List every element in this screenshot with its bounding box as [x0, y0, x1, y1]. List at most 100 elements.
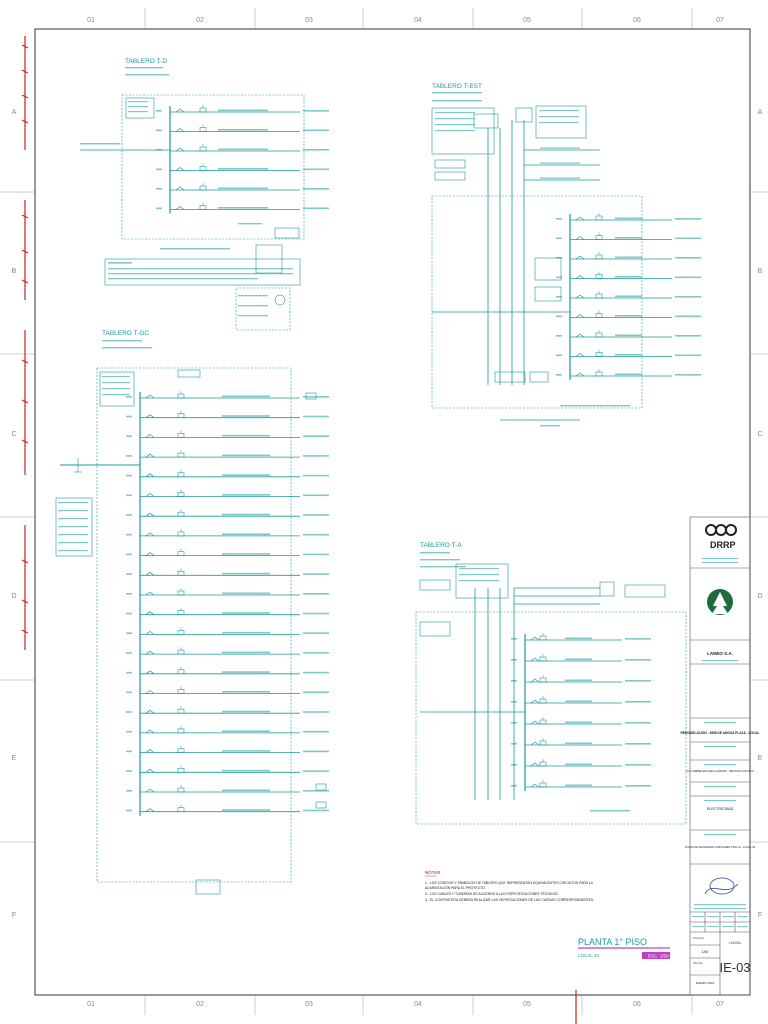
- circuit-id-text: [511, 764, 517, 766]
- circuit-load-text: [303, 691, 329, 694]
- text-placeholder: [58, 550, 88, 552]
- circuit-spec-text: [615, 276, 642, 278]
- breaker-icon: [145, 749, 155, 753]
- circuit-id-text: [556, 237, 562, 240]
- circuit-id-text: [126, 809, 132, 812]
- circuit-id-text: [156, 188, 162, 190]
- panel-info-box: [535, 105, 587, 139]
- text-placeholder: [420, 559, 460, 561]
- circuit-spec-text: [222, 789, 270, 792]
- plan-subtitle: LOCAL 34: [578, 953, 599, 958]
- signature-stamp: [704, 877, 739, 895]
- breaker-icon: [175, 128, 185, 132]
- circuit-id-text: [511, 680, 517, 682]
- circuit-load-text: [303, 110, 329, 112]
- column-ticks: [144, 8, 693, 1015]
- text-placeholder: [58, 526, 88, 528]
- text-placeholder: [58, 518, 88, 520]
- breaker-icon: [145, 473, 155, 478]
- differential-breaker-icon: [177, 433, 185, 438]
- panel-info-box: [99, 371, 135, 407]
- contactor-box: [534, 286, 562, 302]
- circuit-spec-text: [615, 256, 642, 259]
- circuit-load-text: [303, 553, 329, 556]
- col-label: 02: [196, 1001, 204, 1008]
- date-label: FECHA: [693, 961, 703, 965]
- col-label: 07: [716, 17, 724, 24]
- circuit-load-text: [675, 237, 701, 240]
- panel-tag-box: [195, 879, 221, 895]
- differential-breaker-icon: [177, 452, 185, 458]
- meter-detail-box: [235, 287, 291, 331]
- circuit-spec-text: [565, 742, 592, 745]
- note-line: 2.- LOS CABLES Y TUBERÍAS DE ACUERDO A L…: [425, 891, 559, 896]
- circuit-id-text: [156, 168, 162, 171]
- circuit-load-text: [303, 474, 329, 477]
- differential-breaker-icon: [595, 254, 603, 260]
- row-label: B: [12, 268, 17, 275]
- differential-breaker-icon: [539, 761, 547, 767]
- text-placeholder: [539, 110, 579, 112]
- breaker-icon: [530, 720, 540, 725]
- breaker-icon: [575, 236, 585, 240]
- text-placeholder: [692, 916, 704, 918]
- circuit-spec-text: [565, 658, 592, 661]
- breaker-icon: [175, 206, 185, 210]
- circuit-spec-text: [222, 691, 270, 693]
- differential-breaker-icon: [595, 313, 603, 318]
- circuit-spec-text: [615, 334, 642, 337]
- circuit-load-text: [675, 335, 701, 337]
- breaker-icon: [145, 414, 155, 418]
- load-tag-box: [315, 801, 327, 809]
- panel-enclosure: [415, 611, 687, 825]
- text-placeholder: [540, 147, 580, 149]
- text-placeholder: [128, 101, 148, 103]
- col-label: 02: [196, 17, 204, 24]
- differential-breaker-icon: [199, 185, 207, 191]
- circuit-id-text: [126, 770, 132, 772]
- circuit-load-text: [625, 680, 651, 682]
- circuit-load-text: [303, 129, 329, 132]
- row-label: C: [757, 431, 762, 438]
- text-placeholder: [435, 118, 475, 120]
- differential-breaker-icon: [539, 677, 547, 683]
- circuit-id-text: [126, 711, 132, 713]
- text-placeholder: [102, 382, 130, 384]
- circuit-spec-text: [565, 637, 592, 640]
- circuit-load-text: [675, 276, 701, 279]
- differential-breaker-icon: [539, 740, 547, 746]
- breaker-icon: [145, 591, 155, 596]
- tag-box: [434, 159, 466, 169]
- circuit-load-text: [625, 638, 651, 640]
- breaker-icon: [175, 108, 185, 113]
- breaker-icon: [575, 294, 585, 299]
- differential-breaker-icon: [539, 782, 547, 788]
- circuit-spec-text: [615, 315, 642, 317]
- scale-value: 1/50: [702, 950, 709, 954]
- transformer-icon: [473, 113, 499, 129]
- col-label: 06: [633, 17, 641, 24]
- circuit-load-text: [303, 149, 329, 151]
- text-placeholder: [58, 502, 88, 504]
- text-placeholder: [694, 908, 746, 910]
- col-label: 04: [414, 17, 422, 24]
- circuit-spec-text: [565, 784, 592, 787]
- text-placeholder: [102, 388, 130, 390]
- tag-box: [177, 369, 201, 378]
- differential-breaker-icon: [595, 293, 603, 299]
- circuit-spec-text: [615, 295, 642, 298]
- title-block-frame: [689, 516, 751, 996]
- circuit-load-text: [303, 593, 329, 595]
- breaker-icon: [530, 699, 540, 704]
- text-placeholder: [432, 92, 482, 94]
- text-placeholder: [702, 562, 738, 564]
- differential-breaker-icon: [177, 767, 185, 773]
- tag-box: [529, 371, 549, 383]
- circuit-spec-text: [222, 572, 270, 575]
- differential-breaker-icon: [177, 630, 185, 635]
- breaker-icon: [145, 768, 155, 773]
- text-placeholder: [459, 574, 499, 576]
- text-placeholder: [238, 295, 268, 297]
- circuit-load-text: [303, 573, 329, 575]
